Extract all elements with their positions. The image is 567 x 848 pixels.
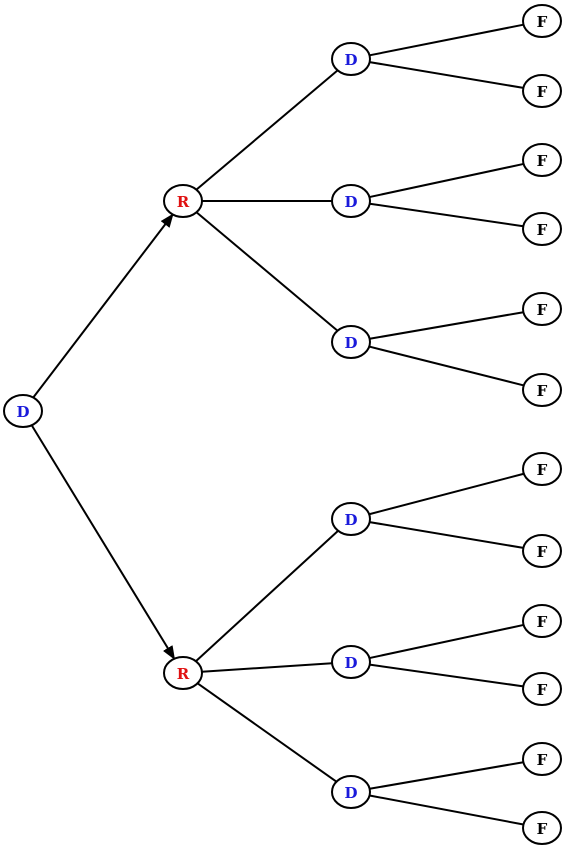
node-f4: F	[522, 212, 562, 246]
node-f1: F	[522, 4, 562, 38]
edge-d5-f10	[369, 663, 524, 688]
node-label: D	[344, 193, 357, 211]
node-label: F	[537, 681, 548, 699]
edge-r2-d6	[196, 682, 338, 783]
node-ellipse	[3, 394, 43, 428]
node-d3: D	[331, 325, 371, 359]
node-label: R	[177, 665, 190, 683]
node-f8: F	[522, 534, 562, 568]
edge-r1-d1	[195, 69, 339, 191]
edge-d1-f2	[369, 61, 524, 89]
edge-r1-d3	[195, 211, 339, 332]
node-ellipse	[522, 452, 562, 486]
node-label: F	[537, 820, 548, 838]
node-ellipse	[522, 604, 562, 638]
node-ellipse	[331, 42, 371, 76]
node-ellipse	[331, 775, 371, 809]
node-label: F	[537, 13, 548, 31]
edge-d2-f3	[369, 162, 524, 199]
node-label: D	[16, 403, 29, 421]
node-f2: F	[522, 74, 562, 108]
edge-d6-f11	[369, 761, 524, 790]
node-ellipse	[331, 502, 371, 536]
node-f10: F	[522, 672, 562, 706]
node-ellipse	[331, 184, 371, 218]
node-ellipse	[522, 74, 562, 108]
node-f3: F	[522, 143, 562, 177]
node-ellipse	[522, 742, 562, 776]
node-ellipse	[522, 534, 562, 568]
node-root: D	[3, 394, 43, 428]
node-label: F	[537, 221, 548, 239]
node-label: F	[537, 83, 548, 101]
edge-d4-f7	[368, 472, 525, 516]
edge-d6-f12	[369, 794, 524, 826]
node-label: D	[344, 784, 357, 802]
node-ellipse	[163, 184, 203, 218]
edge-d3-f6	[368, 345, 525, 387]
edge-r2-d4	[195, 530, 339, 662]
node-r1: R	[163, 184, 203, 218]
edge-d1-f1	[369, 23, 524, 57]
edge-d2-f4	[369, 202, 524, 228]
node-ellipse	[522, 143, 562, 177]
node-d6: D	[331, 775, 371, 809]
node-f7: F	[522, 452, 562, 486]
node-ellipse	[163, 656, 203, 690]
node-label: R	[177, 193, 190, 211]
node-f6: F	[522, 373, 562, 407]
node-f12: F	[522, 811, 562, 845]
edges	[30, 23, 525, 826]
edge-r2-d5	[201, 662, 333, 673]
node-d1: D	[331, 42, 371, 76]
node-f5: F	[522, 292, 562, 326]
node-ellipse	[522, 4, 562, 38]
node-label: F	[537, 543, 548, 561]
node-label: F	[537, 751, 548, 769]
node-label: D	[344, 334, 357, 352]
node-label: D	[344, 51, 357, 69]
node-ellipse	[331, 325, 371, 359]
node-label: F	[537, 382, 548, 400]
node-label: F	[537, 613, 548, 631]
edge-d4-f8	[369, 521, 524, 549]
node-f11: F	[522, 742, 562, 776]
edge-root-r1	[32, 213, 174, 399]
node-label: F	[537, 301, 548, 319]
node-ellipse	[522, 373, 562, 407]
node-f9: F	[522, 604, 562, 638]
node-ellipse	[522, 811, 562, 845]
node-d5: D	[331, 645, 371, 679]
edge-root-r2	[30, 424, 176, 660]
node-ellipse	[522, 292, 562, 326]
node-ellipse	[331, 645, 371, 679]
node-ellipse	[522, 672, 562, 706]
node-label: F	[537, 152, 548, 170]
nodes: D R R D D D D D D F F F F F F F F F F F F	[3, 4, 562, 845]
node-label: D	[344, 654, 357, 672]
node-label: F	[537, 461, 548, 479]
node-d2: D	[331, 184, 371, 218]
node-d4: D	[331, 502, 371, 536]
node-ellipse	[522, 212, 562, 246]
edge-d3-f5	[369, 311, 524, 340]
node-r2: R	[163, 656, 203, 690]
edge-d5-f9	[369, 623, 524, 660]
node-label: D	[344, 511, 357, 529]
